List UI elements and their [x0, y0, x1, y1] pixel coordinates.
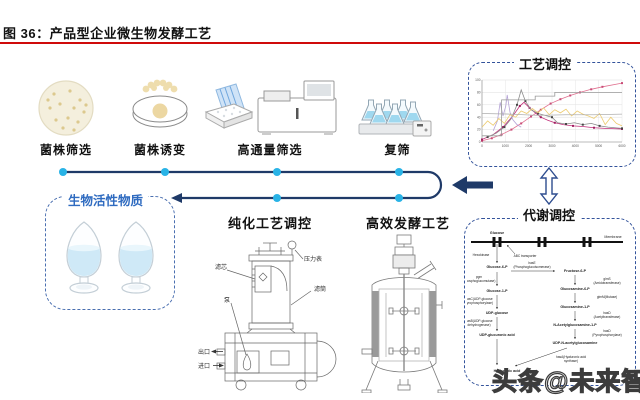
node-hexokinase: Hexokinase [473, 253, 490, 257]
node-glucose1p: Glucose-1-P [487, 289, 509, 293]
metabolic-pathway-diagram: Glucose Membrane ABC transporter Hexokin… [467, 231, 623, 373]
petri-dish-icon [38, 80, 94, 136]
bioactive-bottles-icon [66, 221, 154, 294]
node-udp-nacetylglucosamine: UDP-N-acetylglucosamine [553, 341, 598, 345]
svg-text:40: 40 [477, 115, 481, 119]
node-glmM: glmM(Mutase) [597, 295, 617, 299]
outlet-arrow-icon [211, 349, 216, 354]
node-glucosamine1p: Glucosamine-1-P [560, 305, 590, 309]
svg-text:80: 80 [477, 91, 481, 95]
node-pgm-enzyme: (Phosphoglucomutase) [467, 279, 495, 283]
node-pgm-gene: pgm [476, 275, 483, 279]
watermark-text: 头条@未来智库 [491, 367, 640, 396]
filter-core-label: 滤芯 [215, 263, 227, 271]
transporter-icons [492, 237, 592, 247]
pathway-arrows [496, 244, 576, 367]
node-glmS-enzyme: (Amidotransferase) [593, 281, 620, 285]
figure-title: 图 36：产品型企业微生物发酵工艺 [3, 26, 212, 41]
node-glucose6p: Glucose-6-P [487, 265, 509, 269]
step-label: 菌株筛选 [39, 143, 92, 157]
shaker-flasks-icon [358, 99, 432, 137]
purification-title: 纯化工艺调控 [228, 216, 313, 231]
svg-text:3000: 3000 [548, 144, 555, 148]
node-udp-glucuronic: UDP-glucuronic acid [479, 333, 514, 337]
node-hasE-enzyme: (Phosphoglucoisomerase) [513, 265, 550, 269]
svg-text:4000: 4000 [572, 144, 579, 148]
pipeline-step-mutagenesis: 菌株诱变 [122, 78, 198, 158]
metabolic-regulation-title: 代谢调控 [518, 205, 581, 224]
fermenter-drawing [361, 234, 448, 393]
inlet-label: 进口 [198, 362, 210, 370]
node-hasB-gene: hasB(UDP-glucose [467, 319, 493, 323]
pipeline-step-high-throughput: 高通量筛选 [200, 78, 340, 158]
process-control-title: 工艺调控 [514, 54, 577, 73]
node-hasD2-gene: hasD [603, 329, 611, 333]
svg-text:100: 100 [475, 78, 481, 82]
node-hasA-1: hasA(Hyaluronic acid [556, 355, 586, 359]
bioactive-substances-label: 生物活性物质 [63, 190, 149, 209]
svg-text:5000: 5000 [595, 144, 602, 148]
step-label: 菌株诱变 [133, 143, 186, 157]
svg-text:2000: 2000 [525, 144, 532, 148]
step-label: 高通量筛选 [237, 143, 303, 157]
process-flow-line [59, 168, 493, 203]
svg-text:0: 0 [479, 140, 481, 144]
pipeline-step-rescreening: 复筛 [355, 78, 440, 158]
node-hasE-gene: hasE [528, 261, 535, 265]
title-underline [0, 42, 640, 44]
node-hasB-enzyme: dehydrogenase) [467, 323, 490, 327]
node-hyaluronic-acid: Hyaluronic acid [494, 369, 521, 373]
node-glmS-gene: glmS [603, 277, 610, 281]
node-hasC-gene: hasC(UDP-glucose [467, 297, 493, 301]
outlet-label: 出口 [198, 348, 210, 356]
svg-text:1000: 1000 [502, 144, 509, 148]
svg-text:0: 0 [481, 144, 483, 148]
svg-text:6000: 6000 [618, 144, 625, 148]
node-membrane: Membrane [604, 235, 621, 239]
node-hasC-enzyme: pyrophosphorylase) [467, 301, 493, 305]
node-hasD1-enzyme: (Acetyltransferase) [594, 315, 621, 319]
mutagenesis-dish-icon [132, 79, 188, 128]
double-arrow-icon [539, 166, 559, 206]
svg-text:60: 60 [477, 103, 481, 107]
feedback-arrow [452, 176, 493, 194]
node-abc-transporter: ABC transporter [514, 254, 538, 258]
pressure-gauge-label: 压力表 [304, 255, 322, 263]
step-label: 复筛 [384, 143, 411, 157]
pump-label: 泵 [224, 297, 230, 304]
filter-housing-label: 滤筒 [314, 285, 326, 293]
flow-dots [59, 168, 403, 202]
purification-drawing: 滤芯 压力表 滤筒 泵 出口 进口 [198, 240, 337, 391]
svg-text:20: 20 [477, 128, 481, 132]
pressure-gauge-icon [287, 240, 297, 250]
node-nacetylglucosamine1p: N-Acetylglucosamine-1-P [553, 323, 597, 327]
microplate-analyzer-icon [204, 80, 337, 135]
pipeline-step-strain-screening: 菌株筛选 [30, 78, 102, 158]
fermentation-title: 高效发酵工艺 [366, 216, 451, 231]
node-hasD2-enzyme: (Pyrophosphorylase) [592, 333, 621, 337]
node-udp-glucose: UDP-glucose [486, 311, 508, 315]
node-hasA-2: synthase) [564, 359, 578, 363]
node-glucosamine6p: Glucosamine-6-P [560, 287, 590, 291]
node-fructose6p: Fructose-6-P [564, 269, 587, 273]
inlet-arrow-icon [219, 363, 224, 368]
return-arrowhead [171, 193, 182, 203]
node-hasD1-gene: hasD [603, 311, 611, 315]
node-glucose: Glucose [490, 231, 504, 235]
